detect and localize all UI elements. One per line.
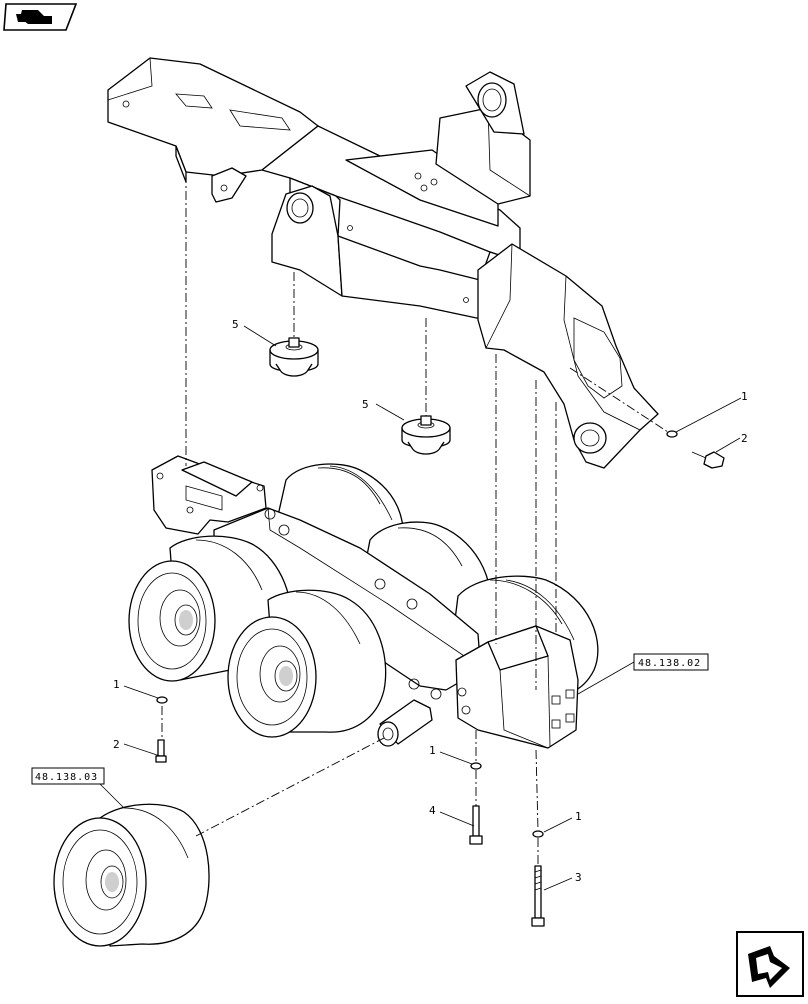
callout-labels: 1 2 5 5 1 2 1 4 1 3 xyxy=(113,318,748,884)
reference-label: 48.138.03 xyxy=(35,772,98,783)
washer-center-lower xyxy=(470,762,482,770)
rubber-mount-left xyxy=(269,337,319,377)
callout-leaders xyxy=(99,325,742,891)
reference-box-48-138-02[interactable]: 48.138.02 xyxy=(633,653,709,671)
long-bolt-right-lower xyxy=(531,865,545,927)
callout-5: 5 xyxy=(362,398,369,411)
rubber-mount-right xyxy=(401,415,451,455)
washer-right-lower xyxy=(532,830,544,838)
callout-2: 2 xyxy=(113,738,120,751)
bolt-right-arm xyxy=(691,451,725,469)
spare-wheel xyxy=(53,803,210,947)
front-wheels xyxy=(128,535,387,738)
assembly-center-lines xyxy=(161,174,669,866)
callout-3: 3 xyxy=(575,871,582,884)
previous-page-arrow-icon[interactable] xyxy=(3,3,78,31)
callout-1: 1 xyxy=(741,390,748,403)
next-page-arrow-icon[interactable] xyxy=(736,931,804,997)
upper-frame-beam xyxy=(107,57,659,469)
washer-left-lower xyxy=(156,696,168,704)
bolt-center-lower xyxy=(469,805,483,845)
callout-1: 1 xyxy=(429,744,436,757)
callout-1: 1 xyxy=(575,810,582,823)
callout-2: 2 xyxy=(741,432,748,445)
reference-box-48-138-03[interactable]: 48.138.03 xyxy=(31,767,105,785)
washer-right-arm xyxy=(666,430,678,438)
bolt-left-lower xyxy=(155,739,167,763)
callout-4: 4 xyxy=(429,804,436,817)
reference-label: 48.138.02 xyxy=(638,658,701,669)
callout-1: 1 xyxy=(113,678,120,691)
callout-5: 5 xyxy=(232,318,239,331)
